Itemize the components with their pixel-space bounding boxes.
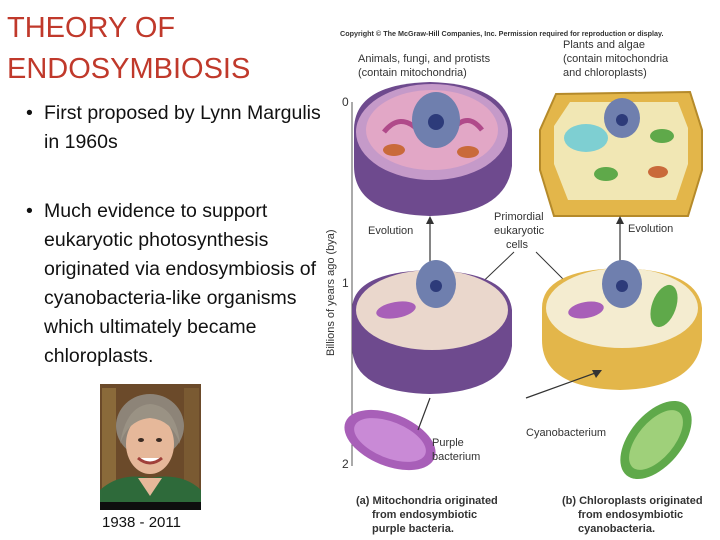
caption-a-line-1: (a) Mitochondria originated	[356, 495, 498, 507]
caption-b-line-2: from endosymbiotic	[578, 509, 683, 521]
bullet-item: • First proposed by Lynn Margulis in 196…	[26, 99, 326, 157]
slide-title: THEORY OF ENDOSYMBIOSIS	[7, 8, 307, 90]
axis-tick-0: 0	[342, 95, 349, 109]
primordial-label-line-3: cells	[506, 239, 529, 251]
cyanobacterium: Cyanobacterium	[525, 370, 692, 480]
plants-label-line-3: and chloroplasts)	[563, 67, 647, 79]
purple-bacterium-label-line-1: Purple	[432, 437, 464, 449]
bullet-text: First proposed by Lynn Margulis in 1960s	[44, 102, 321, 153]
slide-title-line-1: THEORY OF	[7, 12, 176, 44]
caption-b-line-3: cyanobacteria.	[578, 523, 655, 535]
plants-label-line-2: (contain mitochondria	[563, 53, 669, 65]
figure-copyright: Copyright © The McGraw-Hill Companies, I…	[340, 29, 663, 38]
animal-cell-modern	[354, 82, 512, 216]
caption-a-line-2: from endosymbiotic	[372, 509, 477, 521]
plants-label-line-1: Plants and algae	[563, 39, 645, 51]
caption-b-line-1: (b) Chloroplasts originated	[562, 495, 703, 507]
primordial-label-line-1: Primordial	[494, 211, 544, 223]
caption-a-line-3: purple bacteria.	[372, 523, 454, 535]
primordial-label-line-2: eukaryotic	[494, 225, 545, 237]
primordial-cell-right	[542, 260, 702, 390]
purple-bacterium: Purple bacterium	[344, 397, 480, 471]
animals-label-line-2: (contain mitochondria)	[358, 67, 467, 79]
portrait-caption: 1938 - 2011	[102, 514, 181, 531]
slide-title-line-2: ENDOSYMBIOSIS	[7, 53, 251, 85]
axis-tick-1: 1	[342, 276, 349, 290]
evolution-left-label: Evolution	[368, 225, 413, 237]
bullet-marker: •	[26, 200, 33, 222]
bullet-item: • Much evidence to support eukaryotic ph…	[26, 197, 326, 371]
figure-caption-a: (a) Mitochondria originated from endosym…	[356, 495, 498, 535]
evolution-arrows: Evolution Evolution	[368, 216, 673, 264]
endosymbiosis-figure: Copyright © The McGraw-Hill Companies, I…	[325, 29, 703, 535]
bullet-marker: •	[26, 102, 33, 124]
figure-caption-b: (b) Chloroplasts originated from endosym…	[562, 495, 703, 535]
plant-cell-modern	[539, 90, 703, 217]
bullet-text: Much evidence to support eukaryotic phot…	[44, 200, 317, 367]
portrait-photo	[100, 384, 201, 510]
purple-bacterium-label-line-2: bacterium	[432, 451, 480, 463]
cyanobacterium-label: Cyanobacterium	[526, 427, 606, 439]
time-axis-label: Billions of years ago (bya)	[325, 229, 337, 356]
bullet-list: • First proposed by Lynn Margulis in 196…	[26, 99, 326, 371]
primordial-cell-left	[352, 260, 512, 394]
portrait-image	[100, 384, 201, 510]
animals-label-line-1: Animals, fungi, and protists	[358, 53, 491, 65]
evolution-right-label: Evolution	[628, 223, 673, 235]
axis-tick-2: 2	[342, 457, 349, 471]
time-axis: Billions of years ago (bya) 0 1 2	[325, 95, 353, 471]
